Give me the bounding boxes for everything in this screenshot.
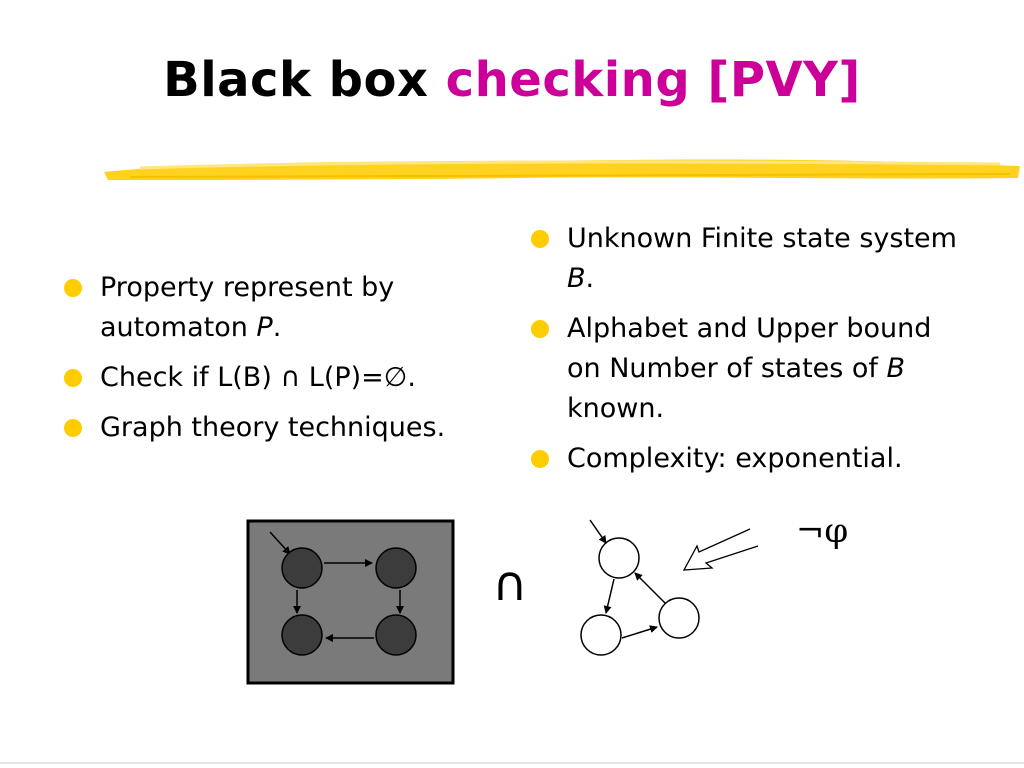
bullet-variable: B (886, 353, 906, 384)
start-arrow (269, 531, 291, 555)
bullet-item: Complexity: exponential. (531, 439, 971, 479)
bullet-text: Complexity: exponential. (567, 443, 903, 474)
bullet-variable: B (567, 263, 586, 294)
bullet-text-end: known. (567, 393, 665, 424)
negated-property-label: ¬φ (796, 511, 848, 551)
transition-arrow (603, 578, 615, 614)
state-node (580, 614, 622, 656)
bullet-dot-icon (64, 369, 82, 387)
title-main: Black box (163, 52, 429, 108)
state-node (281, 614, 323, 656)
bullet-text: Check if L(B) ∩ L(P)=∅. (100, 362, 416, 393)
transition-arrow (621, 625, 658, 639)
bullet-text: Property represent by automaton (100, 272, 395, 343)
bullet-item: Property represent by automaton P. (64, 268, 504, 348)
bullet-text: Unknown Finite state system (567, 223, 957, 254)
highlight-brush-stroke (104, 159, 1020, 180)
bullet-dot-icon (64, 419, 82, 437)
bullet-item: Check if L(B) ∩ L(P)=∅. (64, 358, 504, 398)
transition-arrow (634, 572, 666, 604)
bullet-text: Graph theory techniques. (100, 412, 446, 443)
bullet-text-end: . (585, 263, 595, 294)
state-node (375, 547, 417, 589)
bullet-dot-icon (531, 450, 549, 468)
bullet-dot-icon (64, 279, 82, 297)
state-node (598, 537, 640, 579)
title-accent: checking [PVY] (445, 52, 861, 108)
bullet-dot-icon (531, 320, 549, 338)
bullet-item: Alphabet and Upper bound on Number of st… (531, 309, 971, 429)
bullet-text: Alphabet and Upper bound on Number of st… (567, 313, 932, 384)
state-node (658, 597, 700, 639)
state-node (375, 614, 417, 656)
bullet-item: Graph theory techniques. (64, 408, 504, 448)
bullet-text-end: . (272, 312, 282, 343)
start-arrow (589, 519, 607, 544)
bullet-variable: P (256, 312, 273, 343)
right-bullet-list: Unknown Finite state system B. Alphabet … (531, 219, 971, 489)
footer-divider (0, 762, 1024, 764)
state-node (281, 547, 323, 589)
black-box (246, 519, 455, 685)
hollow-arrow-icon (682, 528, 759, 571)
bullet-item: Unknown Finite state system B. (531, 219, 971, 299)
left-bullet-list: Property represent by automaton P. Check… (64, 268, 504, 458)
bullet-dot-icon (531, 230, 549, 248)
intersection-symbol: ∩ (492, 556, 527, 612)
slide-title: Black box checking [PVY] (0, 52, 1024, 110)
